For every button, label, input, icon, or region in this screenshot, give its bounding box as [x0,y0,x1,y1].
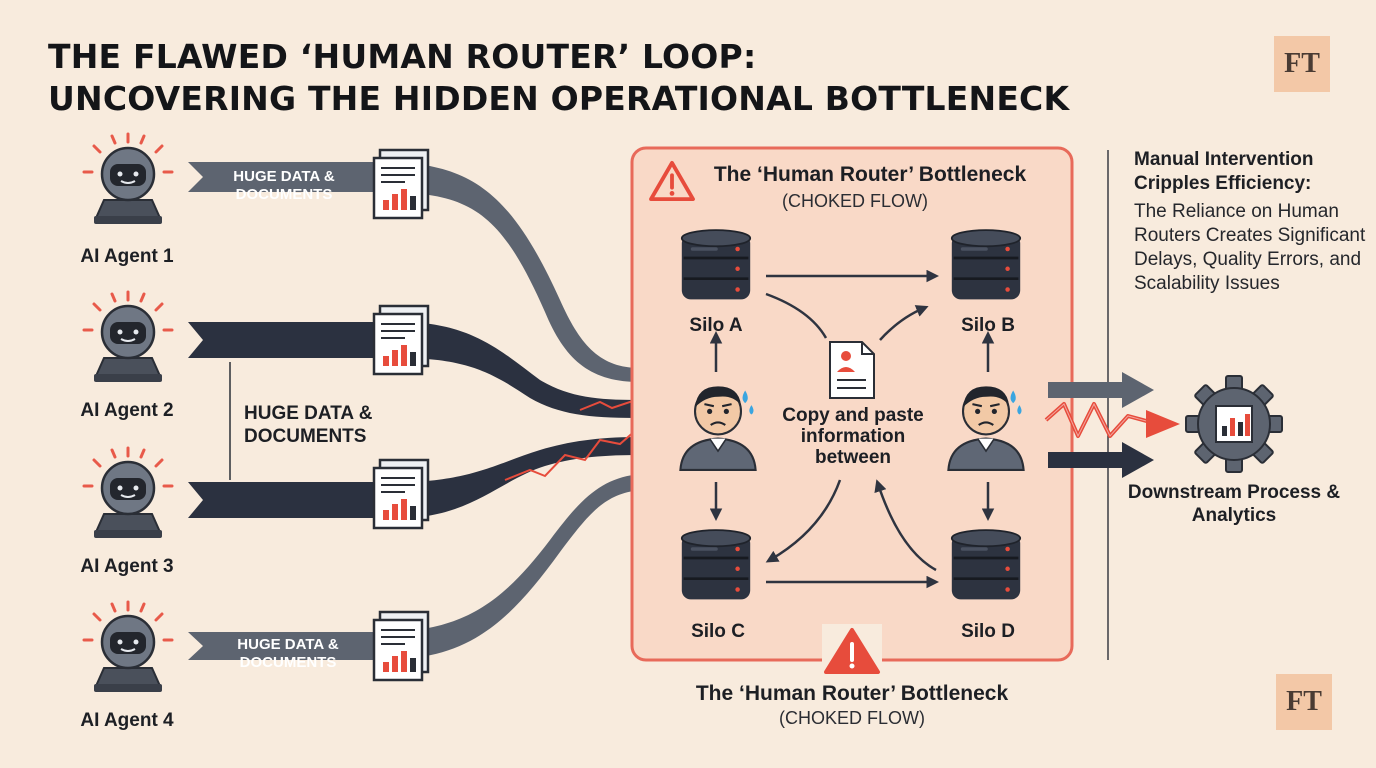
document-icon [372,148,430,220]
robot-icon [82,290,174,384]
agent-label-2: AI Agent 2 [80,400,174,421]
page-title: THE FLAWED ‘HUMAN ROUTER’ LOOP: UNCOVERI… [48,36,1069,120]
gear-icon [1185,375,1283,473]
document-icon [372,458,430,530]
title-line-2: UNCOVERING THE HIDDEN OPERATIONAL BOTTLE… [48,79,1070,118]
bottom-caption-title: The ‘Human Router’ Bottleneck [695,682,1009,705]
silo-c-icon [680,528,752,601]
agent-label-1: AI Agent 1 [80,246,174,267]
stream-tag-top: HUGE DATA & DOCUMENTS [233,168,335,203]
bottleneck-title: The ‘Human Router’ Bottleneck [713,163,1027,186]
stream-1 [188,162,640,382]
agent-label-3: AI Agent 3 [80,556,174,577]
silo-d-label: Silo D [961,621,1015,642]
friction-line [579,399,637,411]
robot-icon [82,600,174,694]
stream-4 [188,474,640,660]
robot-icon [82,446,174,540]
title-line-1: THE FLAWED ‘HUMAN ROUTER’ LOOP: [48,37,757,76]
silo-c-label: Silo C [691,621,745,642]
stream-2 [188,322,640,418]
routing-arrows [709,269,995,589]
silo-b-icon [950,228,1022,301]
copy-paste-text: Copy and paste information between [782,405,924,468]
downstream-label: Downstream Process & Analytics [1127,482,1341,526]
profile-document-icon [829,341,875,399]
bottleneck-subtitle: (CHOKED FLOW) [782,191,928,211]
ft-logo: FT [1274,36,1330,92]
silo-a-icon [680,228,752,301]
friction-line [504,429,637,481]
silo-b-label: Silo B [961,315,1015,336]
bottom-warning-icon [822,624,882,676]
silo-d-icon [950,528,1022,601]
side-note-body: The Reliance on Human Routers Creates Si… [1134,201,1366,294]
side-note-title: Manual Intervention Cripples Efficiency: [1134,149,1314,194]
bottom-caption-subtitle: (CHOKED FLOW) [779,708,925,728]
silo-a-label: Silo A [689,315,743,336]
ft-logo-bottom: FT [1276,674,1332,730]
document-icon [372,610,430,682]
stream-3 [188,437,640,518]
output-arrows [1044,372,1180,478]
agent-label-4: AI Agent 4 [80,710,174,731]
stream-tag-middle: HUGE DATA & DOCUMENTS [244,403,373,447]
document-icon [372,304,430,376]
stream-tag-bottom: HUGE DATA & DOCUMENTS [237,636,339,671]
robot-icon [82,132,174,226]
